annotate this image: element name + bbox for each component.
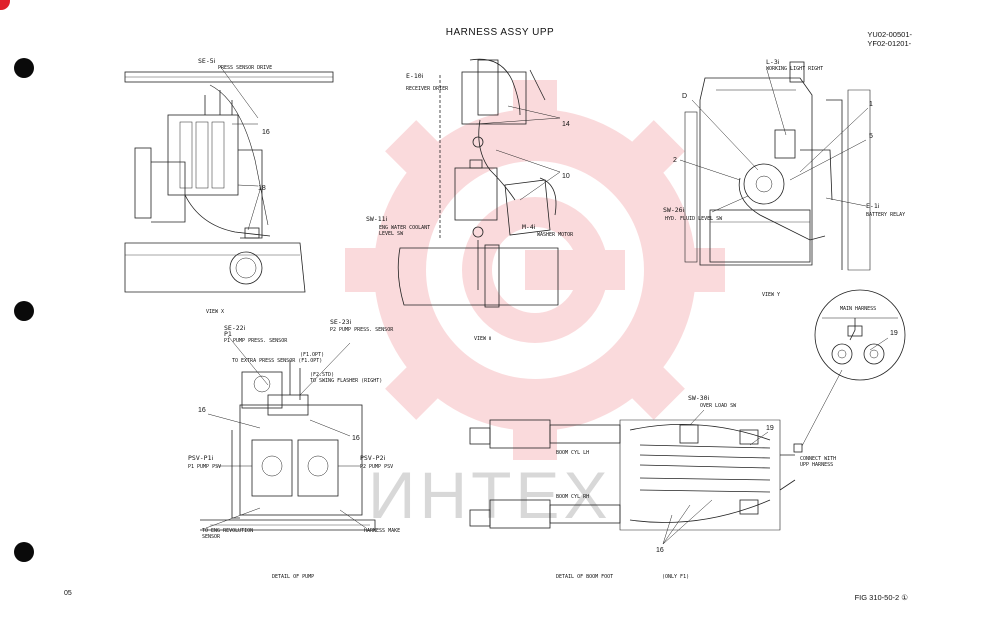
l3-code: L-3ⅰ xyxy=(766,58,780,66)
psvp2-desc: P2 PUMP PSV xyxy=(360,464,393,470)
e10-desc: RECEIVER DRIER xyxy=(406,86,449,92)
circle-detail-drawing xyxy=(814,289,906,381)
se5-code: SE-5ⅰ xyxy=(198,57,216,65)
boom-cyl-rh: BOOM CYL RH xyxy=(556,494,589,500)
pump-caption: DETAIL OF PUMP xyxy=(272,574,314,580)
psvp1-desc: P1 PUMP PSV xyxy=(188,464,221,470)
sw11-code: SW-11ⅰ xyxy=(366,215,388,223)
e1-desc: BATTERY RELAY xyxy=(866,212,905,218)
view-x-drawing xyxy=(124,65,334,293)
view-x-callout-18: 18 xyxy=(258,185,266,192)
boom-callout-16: 16 xyxy=(656,547,664,554)
view-y-callout-5: 5 xyxy=(869,133,873,140)
main-harness-label: MAIN HARNESS xyxy=(840,306,876,312)
extra-press-label: TO EXTRA PRESS SENSOR (F1.OPT) xyxy=(232,358,322,364)
watermark-text: ИНТЕХ xyxy=(368,458,611,532)
sw26-desc: HYD. FLUID LEVEL SW xyxy=(665,216,723,222)
f2-std-label: (F2.STD) xyxy=(310,372,334,378)
pump-callout-16-left: 16 xyxy=(198,407,206,414)
m4-desc: WASHER MOTOR xyxy=(537,232,574,238)
boom-drawing xyxy=(469,369,843,545)
view-y-caption: VIEW Y xyxy=(762,292,780,298)
connect-label-1: CONNECT WITH xyxy=(800,456,836,462)
sw30-code: SW-30ⅰ xyxy=(688,394,710,402)
view-y-callout-2: 2 xyxy=(673,157,677,164)
serial-line-1: YU02-00501- xyxy=(867,30,912,39)
sw30-desc: OVER LOAD SW xyxy=(700,403,737,409)
view-x-callout-16: 16 xyxy=(262,129,270,136)
serial-range: YU02-00501- YF02-01201- xyxy=(867,30,912,48)
sw11-desc-1: ENG WATER COOLANT xyxy=(379,225,430,231)
view-b-callout-10: 10 xyxy=(562,173,570,180)
boom-cyl-lh: BOOM CYL LH xyxy=(556,450,589,456)
psvp2-code: PSV-P2ⅰ xyxy=(360,454,385,462)
psvp1-code: PSV-P1ⅰ xyxy=(188,454,213,462)
corner-badge xyxy=(0,0,10,10)
serial-line-2: YF02-01201- xyxy=(867,39,912,48)
page-number: 05 xyxy=(64,590,72,597)
view-x-caption: VIEW X xyxy=(206,309,224,315)
binder-hole-3 xyxy=(14,542,34,562)
se5-desc: PRESS SENSOR DRIVE xyxy=(218,65,272,71)
eng-rev-label-2: SENSOR xyxy=(202,534,221,540)
boom-only-label: (ONLY F1) xyxy=(662,574,689,580)
l3-desc: WORKING LIGHT RIGHT xyxy=(766,66,823,72)
view-y-callout-d: D xyxy=(682,93,687,100)
pump-callout-16-right: 16 xyxy=(352,435,360,442)
binder-hole-1 xyxy=(14,58,34,78)
se23-code: SE-23ⅰ xyxy=(330,318,352,326)
harness-make-label: HARNESS MAKE xyxy=(364,528,400,534)
page-title: HARNESS ASSY UPP xyxy=(445,27,555,38)
sw26-code: SW-26ⅰ xyxy=(663,206,685,214)
view-y-drawing xyxy=(679,61,871,271)
se22-code: SE-22ⅰ xyxy=(224,324,246,332)
view-b-caption: VIEW Ⅱ xyxy=(474,336,492,342)
figure-number: FIG 310-50-2 ① xyxy=(854,593,908,602)
boom-callout-19: 19 xyxy=(766,425,774,432)
view-b-drawing xyxy=(397,58,561,308)
e1-code: E-1ⅰ xyxy=(866,202,880,210)
view-b-callout-14: 14 xyxy=(562,121,570,128)
binder-hole-2 xyxy=(14,301,34,321)
view-y-callout-1: 1 xyxy=(869,101,873,108)
circle-callout-19: 19 xyxy=(890,330,898,337)
e10-code: E-10ⅰ xyxy=(406,72,424,80)
m4-code: M-4ⅰ xyxy=(522,223,536,231)
sw11-desc-2: LEVEL SW xyxy=(379,231,404,237)
connect-label-2: UPP HARNESS xyxy=(800,462,833,468)
se23-desc: P2 PUMP PRESS. SENSOR xyxy=(330,327,394,333)
f1-opt-label: (F1.OPT) xyxy=(300,352,324,358)
se22-sub: P1 xyxy=(224,330,232,338)
eng-rev-label-1: TO ENG REVOLUTION xyxy=(202,528,253,534)
boom-caption: DETAIL OF BOOM FOOT xyxy=(556,574,613,580)
pump-drawing xyxy=(200,335,376,531)
se22-desc: P1 PUMP PRESS. SENSOR xyxy=(224,338,288,344)
watermark-logo xyxy=(345,80,725,460)
swing-flasher-label: TO SWING FLASHER (RIGHT) xyxy=(310,378,382,384)
